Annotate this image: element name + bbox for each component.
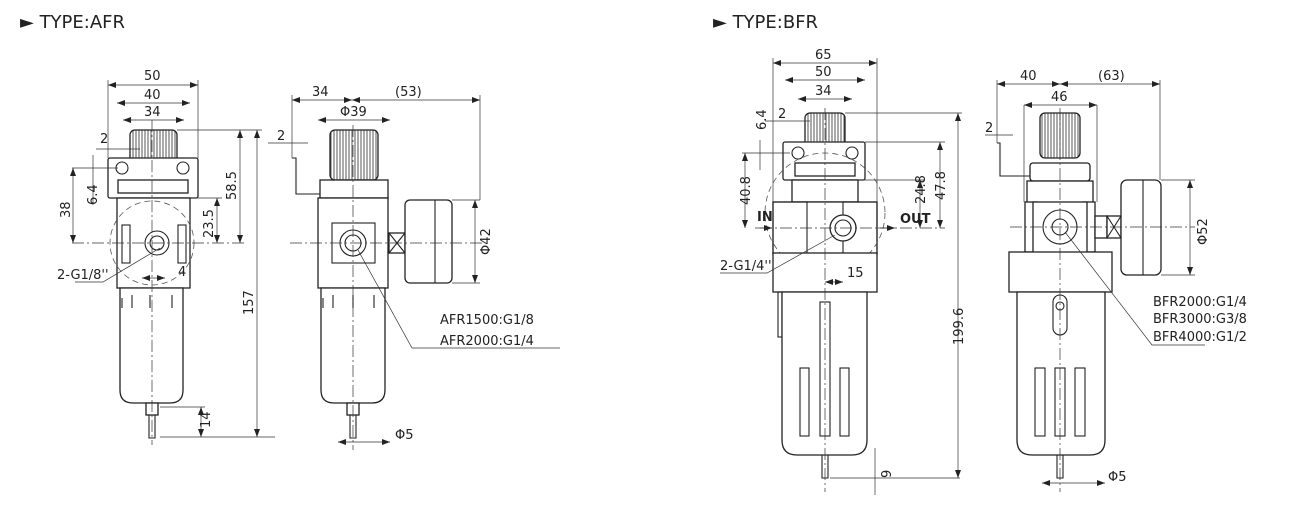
bfr-side-dim-63: (63) [1098,69,1125,84]
bfr-side-dim-46: 46 [1051,90,1068,105]
afr-front-dim-4: 4 [178,265,186,280]
bfr-side-model-3: BFR4000:G1/2 [1153,330,1247,345]
bfr-front-port-label: 2-G1/4'' [720,259,772,274]
afr-side-dim-34: 34 [312,85,329,100]
afr-front-dim-2: 2 [100,132,108,147]
afr-side-dim-phi39: Φ39 [340,105,367,120]
afr-front-dim-34: 34 [144,105,161,120]
afr-side-model-1: AFR1500:G1/8 [440,313,534,328]
bfr-front-dim-34: 34 [815,84,832,99]
bfr-side-dim-phi52: Φ52 [1196,218,1211,245]
bfr-front-dim-9: 9 [880,470,895,478]
afr-front-port-label: 2-G1/8'' [57,268,109,283]
bfr-front-dim-50: 50 [815,65,832,80]
afr-front-dim-40: 40 [144,88,161,103]
bfr-front-view: IN OUT 65 50 34 2 6.4 40.8 199.6 47.8 24… [720,48,967,495]
afr-front-dim-6-4: 6.4 [86,184,101,205]
afr-side-model-2: AFR2000:G1/4 [440,334,534,349]
afr-side-dim-phi42: Φ42 [479,228,494,255]
bfr-side-dim-40: 40 [1020,69,1037,84]
afr-side-dim-phi5: Φ5 [395,428,414,443]
bfr-side-model-1: BFR2000:G1/4 [1153,295,1247,310]
afr-front-dim-14: 14 [199,411,214,428]
bfr-in-label: IN [757,210,773,225]
bfr-side-view: 40 (63) 46 2 Φ52 Φ5 BFR2000:G1/4 BFR3000… [985,69,1247,492]
bfr-side-dim-2: 2 [985,121,993,136]
bfr-front-dim-199-6: 199.6 [952,308,967,345]
afr-front-dim-58-5: 58.5 [225,171,240,200]
afr-front-view: 50 40 34 2 58.5 23.5 157 38 6.4 4 2-G1/8… [57,69,275,445]
bfr-front-dim-65: 65 [815,48,832,63]
afr-side-dim-2: 2 [277,129,285,144]
bfr-front-dim-2: 2 [778,107,786,122]
bfr-front-dim-40-8: 40.8 [739,176,754,205]
afr-front-dim-50: 50 [144,69,161,84]
bfr-front-dim-15: 15 [847,266,864,281]
bfr-out-label: OUT [900,212,931,227]
afr-front-dim-38: 38 [59,201,74,218]
afr-title: ► TYPE:AFR [20,12,125,33]
bfr-title: ► TYPE:BFR [713,12,818,33]
bfr-side-model-2: BFR3000:G3/8 [1153,312,1247,327]
bfr-front-dim-47-8: 47.8 [934,171,949,200]
afr-side-dim-53: (53) [395,85,422,100]
bfr-front-dim-24-8: 24.8 [914,175,929,204]
afr-front-dim-157: 157 [242,290,257,315]
afr-side-view: 34 (53) Φ39 2 Φ42 Φ5 AFR1500:G1/8 AFR200… [268,85,560,450]
bfr-side-dim-phi5: Φ5 [1108,470,1127,485]
bfr-front-dim-6-4: 6.4 [755,109,770,130]
afr-front-dim-23-5: 23.5 [202,209,217,238]
